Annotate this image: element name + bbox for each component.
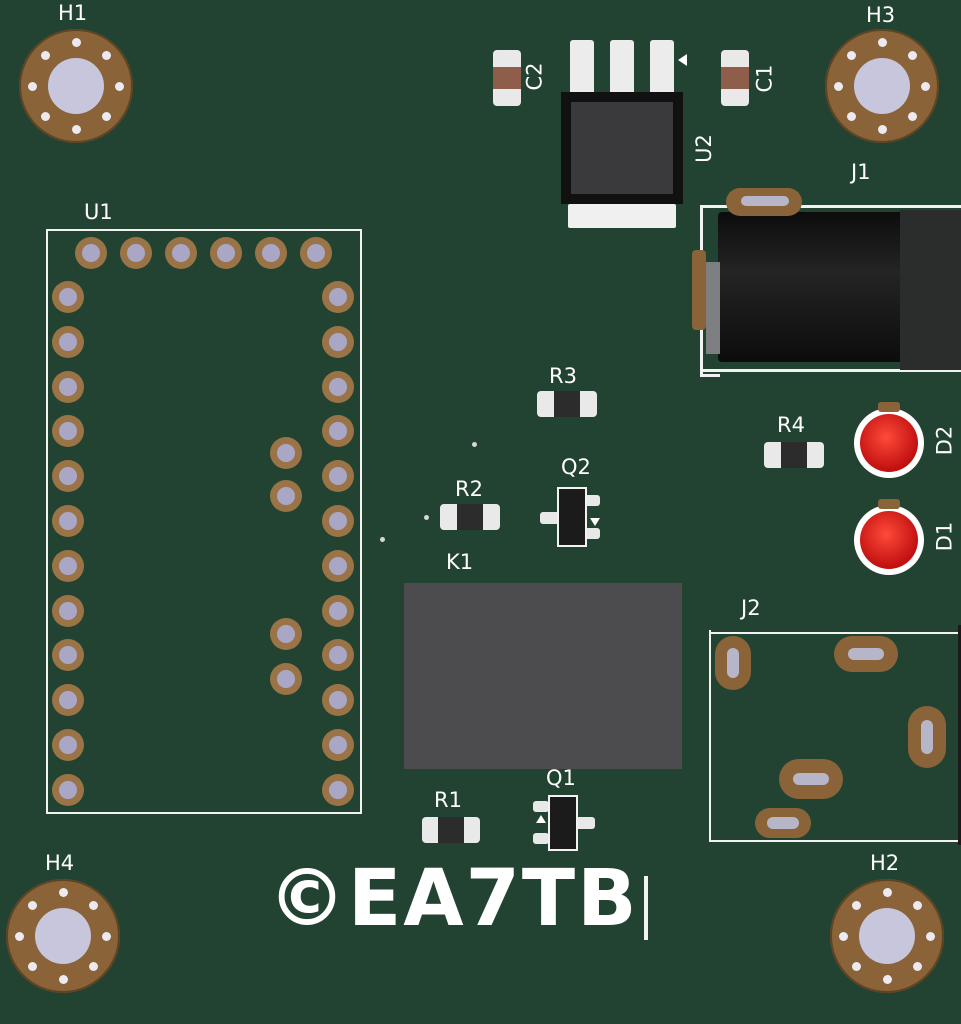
q2-pin1-marker-icon xyxy=(590,518,600,526)
j2-pad-5 xyxy=(755,808,811,838)
u1-pad xyxy=(322,639,354,672)
u1-outline xyxy=(46,229,362,814)
u1-pad xyxy=(270,618,302,650)
u1-pad xyxy=(322,594,354,627)
u2-regulator xyxy=(558,40,686,230)
u1-pad xyxy=(52,773,84,806)
u1-pad xyxy=(165,237,197,269)
ref-j1: J1 xyxy=(851,160,871,184)
u1-pad xyxy=(300,237,332,269)
ref-u1: U1 xyxy=(84,200,113,224)
u1-pad xyxy=(52,639,84,672)
mounting-hole-h2 xyxy=(830,879,944,993)
u1-pad xyxy=(52,729,84,761)
u1-pad xyxy=(52,594,84,627)
ref-r3: R3 xyxy=(549,364,577,388)
c2-capacitor xyxy=(493,50,521,106)
u1-pad xyxy=(52,549,84,582)
u1-pad xyxy=(52,281,84,313)
ref-r2: R2 xyxy=(455,477,483,501)
u1-pad xyxy=(322,325,354,358)
ref-q1: Q1 xyxy=(546,766,576,790)
u1-pad xyxy=(52,370,84,403)
r2-resistor xyxy=(440,504,500,530)
u1-pad xyxy=(270,480,302,512)
d1-led xyxy=(854,499,924,575)
mounting-hole-h4 xyxy=(6,879,120,993)
ref-u2: U2 xyxy=(691,134,716,163)
mounting-hole-h1 xyxy=(19,29,133,143)
via xyxy=(424,515,429,520)
ref-h2: H2 xyxy=(870,851,900,875)
u1-pad xyxy=(322,370,354,403)
u1-pad xyxy=(322,549,354,582)
ref-c1: C1 xyxy=(752,64,777,93)
ref-h1: H1 xyxy=(58,1,88,25)
mounting-hole-h3 xyxy=(825,29,939,143)
k1-relay xyxy=(404,583,682,769)
u1-pad xyxy=(210,237,242,269)
u1-pad xyxy=(322,460,354,493)
via xyxy=(472,442,477,447)
q2-transistor xyxy=(540,487,602,547)
u1-pad xyxy=(322,729,354,761)
u2-pin1-marker-icon xyxy=(678,54,687,66)
j1-dc-jack xyxy=(718,212,908,362)
u1-pad xyxy=(322,281,354,313)
u1-pad xyxy=(270,663,302,695)
r1-resistor xyxy=(422,817,480,843)
u1-pad xyxy=(75,237,107,269)
ref-h3: H3 xyxy=(866,3,896,27)
j2-outline-left xyxy=(709,630,711,842)
via xyxy=(380,537,385,542)
u1-pad xyxy=(322,415,354,448)
c1-capacitor xyxy=(721,50,749,106)
u1-pad xyxy=(52,684,84,717)
u1-pad xyxy=(322,505,354,537)
u1-pad xyxy=(322,773,354,806)
ref-j2: J2 xyxy=(741,596,761,620)
u1-pad xyxy=(52,415,84,448)
q1-pin1-marker-icon xyxy=(536,815,546,823)
ref-k1: K1 xyxy=(446,550,474,574)
ref-q2: Q2 xyxy=(561,455,591,479)
u1-pad xyxy=(120,237,152,269)
d2-led xyxy=(854,402,924,478)
u1-pad xyxy=(255,237,287,269)
r3-resistor xyxy=(537,391,597,417)
u1-pad xyxy=(52,325,84,358)
copyright-silkscreen: ©EA7TB xyxy=(268,854,639,944)
j2-pad-4 xyxy=(779,759,843,799)
ref-r4: R4 xyxy=(777,413,805,437)
j2-pad-1 xyxy=(715,636,751,690)
j2-pad-2 xyxy=(834,636,898,672)
ref-d1: D1 xyxy=(932,521,957,552)
u1-pad xyxy=(52,505,84,537)
u1-pad xyxy=(270,437,302,469)
ref-c2: C2 xyxy=(522,62,547,91)
u1-pad xyxy=(322,684,354,717)
q1-transistor xyxy=(533,795,595,851)
ref-d2: D2 xyxy=(932,425,957,456)
u1-pad xyxy=(52,460,84,493)
r4-resistor xyxy=(764,442,824,468)
ref-h4: H4 xyxy=(45,851,75,875)
ref-r1: R1 xyxy=(434,788,462,812)
j2-pad-3 xyxy=(908,706,946,768)
